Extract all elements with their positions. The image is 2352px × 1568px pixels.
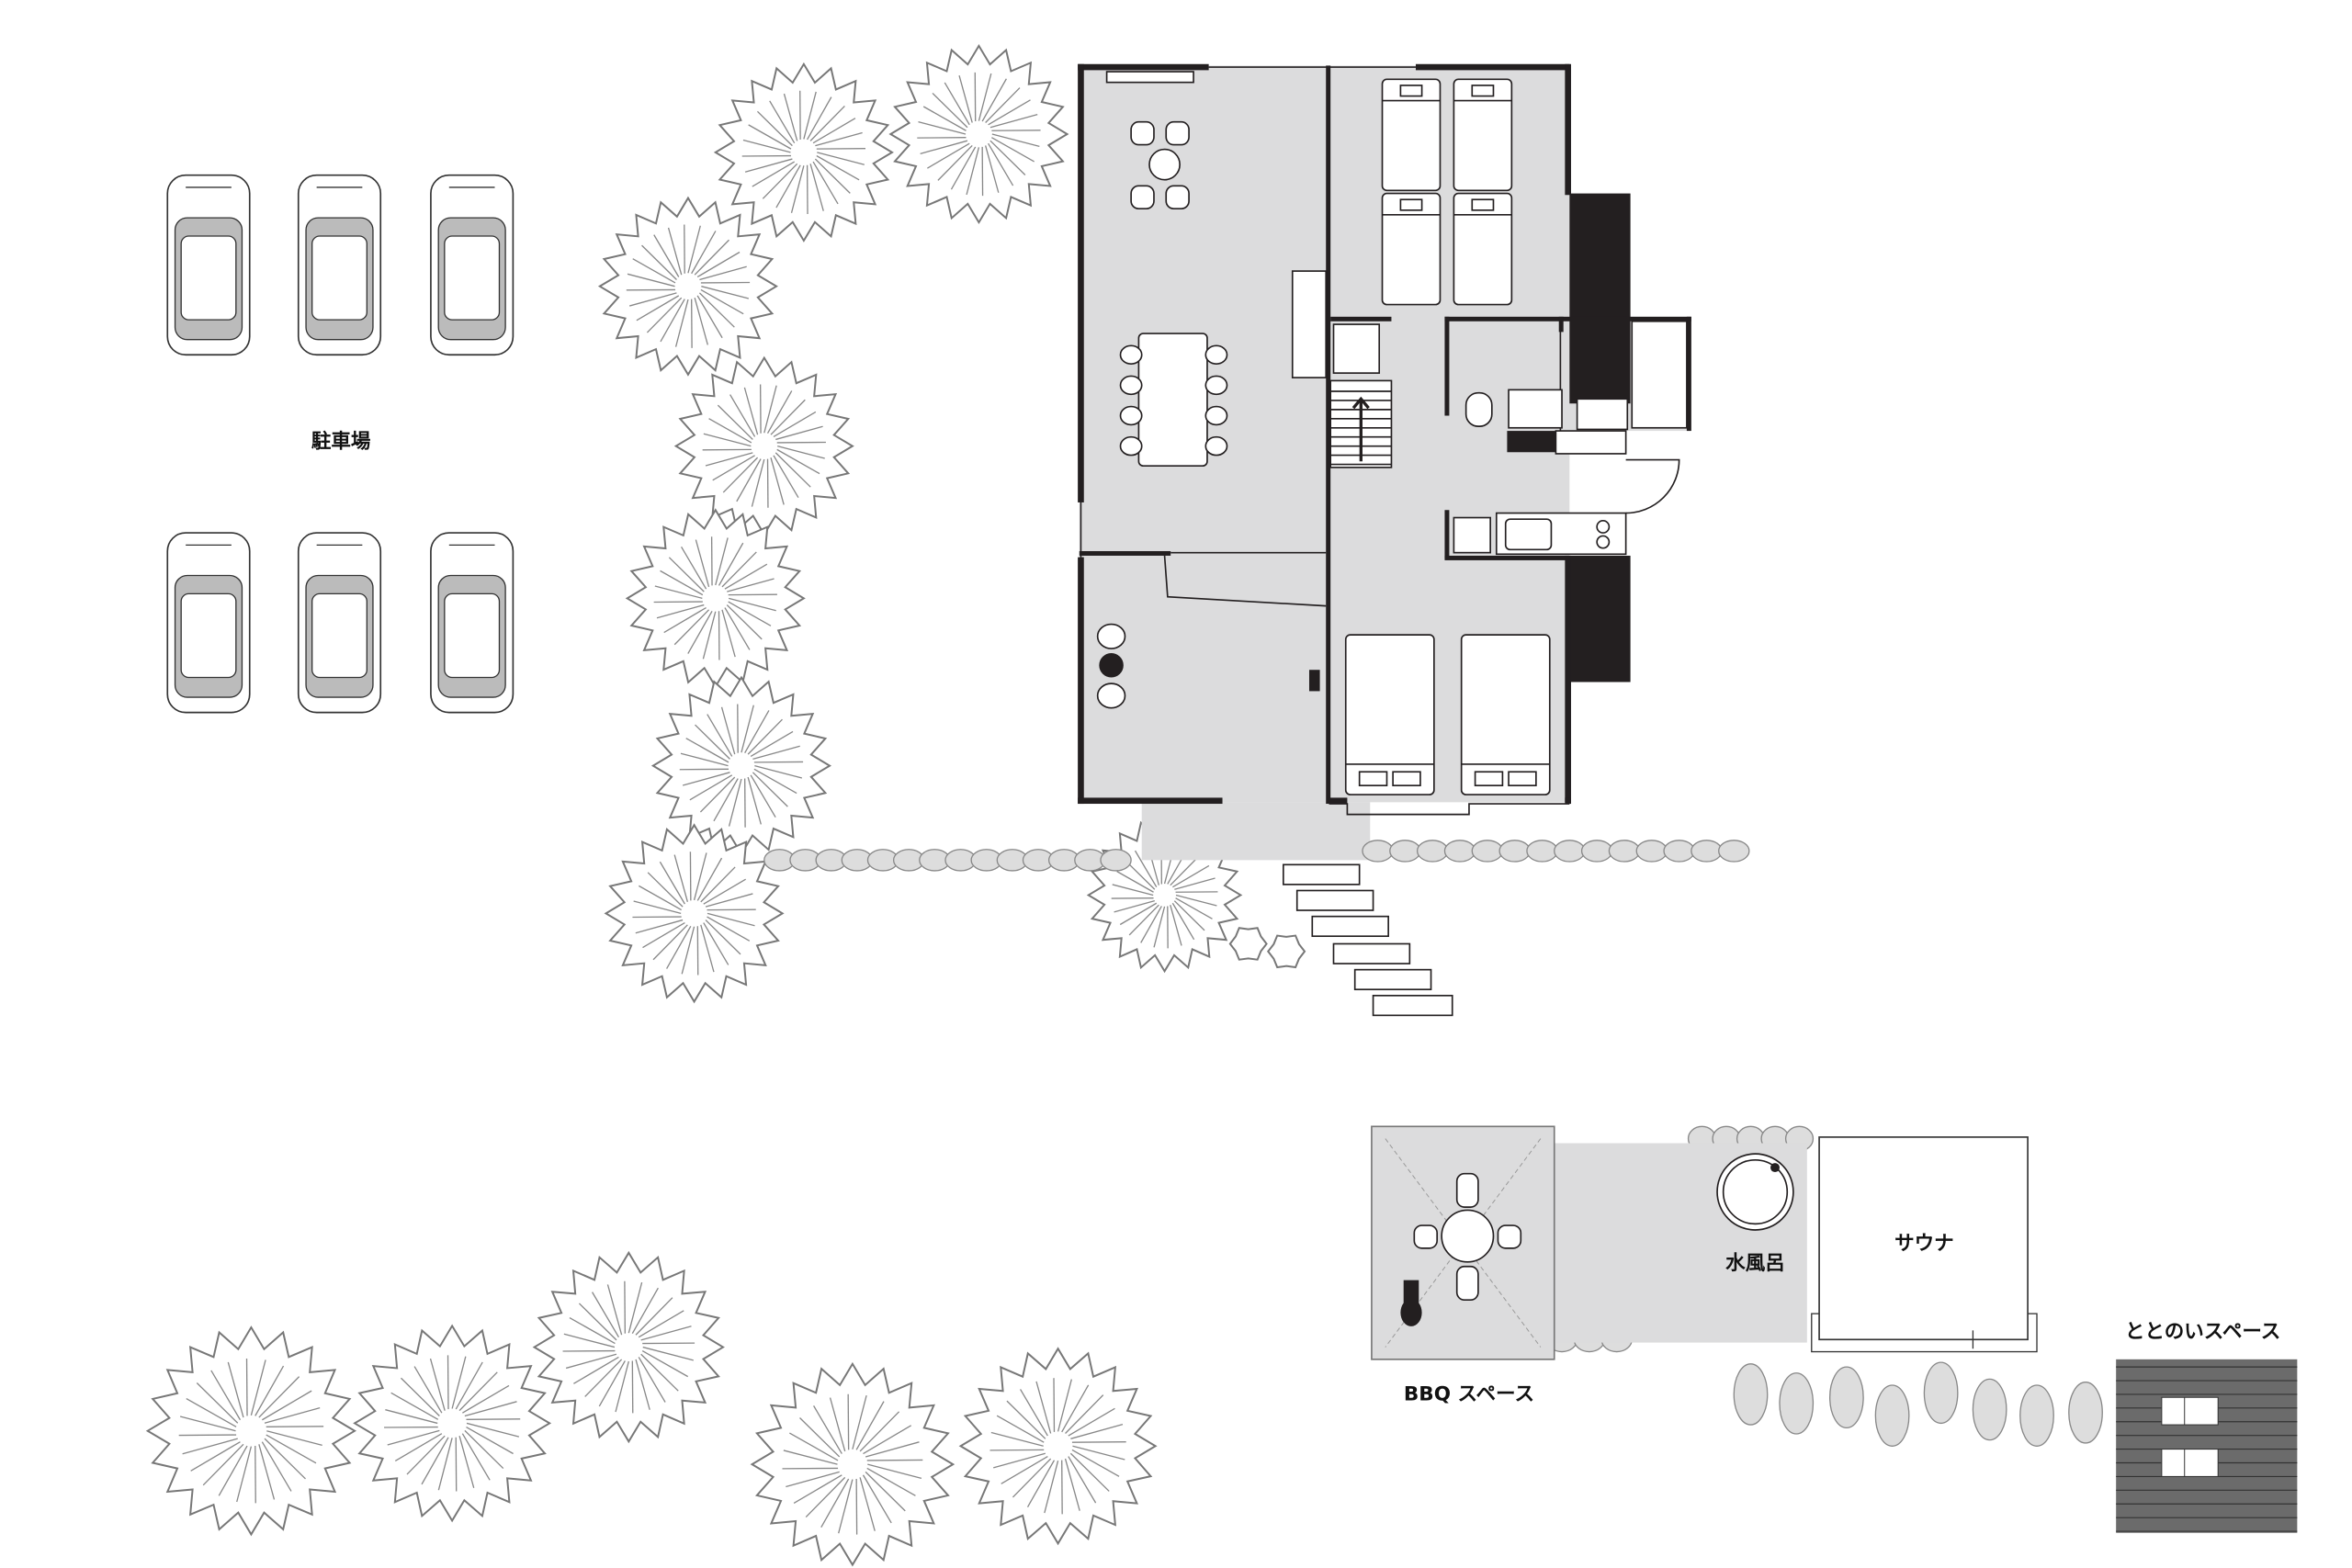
kitchen: [1453, 512, 1627, 556]
bbq-label: BBQ スペース: [1404, 1383, 1534, 1406]
parking-label: 駐車場: [311, 430, 371, 453]
stone: [1471, 840, 1504, 863]
tree-icon: [532, 1250, 725, 1444]
stone: [1498, 840, 1531, 863]
bathroom-fixtures: [1464, 320, 1688, 455]
washer: [1576, 398, 1629, 431]
window-bench: [1105, 71, 1194, 84]
lounger: [2161, 1449, 2219, 1477]
toilet: [1464, 391, 1493, 427]
tree-icon: [650, 675, 831, 856]
stone: [1389, 840, 1421, 863]
tv-cabinet: [1291, 270, 1328, 378]
bbq-grill: [1400, 1280, 1422, 1326]
sauna-hut: [1811, 1136, 2038, 1353]
stone: [1416, 840, 1449, 863]
bbq-table: [1441, 1209, 1495, 1263]
stone: [1608, 840, 1641, 863]
parking-car: [297, 532, 382, 714]
staircase[interactable]: [1329, 323, 1393, 468]
stone: [1554, 840, 1586, 863]
cold-bath: [1716, 1153, 1794, 1231]
entry-door[interactable]: [1625, 458, 1680, 514]
storage-block: [1569, 555, 1631, 682]
totonoi-label: ととのいスペース: [2125, 1321, 2280, 1344]
stone: [1718, 840, 1750, 863]
tree-icon: [750, 1361, 956, 1567]
house-floor-plan: [1078, 63, 1691, 861]
parking-car: [430, 174, 514, 356]
sink: [1508, 389, 1563, 429]
totonoi-deck: [2116, 1359, 2298, 1533]
stone: [1526, 840, 1558, 863]
tree-icon: [713, 62, 894, 243]
trees: [145, 43, 1306, 1567]
stone: [1663, 840, 1695, 863]
stepping-stone: [1779, 1372, 1815, 1435]
stepping-stone: [1923, 1361, 1959, 1425]
tree-icon: [888, 43, 1069, 225]
parking-area: [166, 174, 514, 714]
tree-icon: [625, 508, 806, 689]
stepping-stone: [1829, 1366, 1864, 1429]
lounge-set: [1130, 120, 1190, 209]
parking-car: [166, 174, 251, 356]
entrance-path: [1141, 802, 1371, 861]
tree-icon: [1228, 927, 1268, 961]
parking-car: [297, 174, 382, 356]
stone: [1690, 840, 1723, 863]
stepping-stone: [1733, 1363, 1769, 1426]
twin-beds: [1344, 634, 1551, 795]
stone: [1443, 840, 1476, 863]
bedroom-beds: [1381, 78, 1513, 306]
storage-block: [1569, 193, 1631, 404]
stone: [1635, 840, 1668, 863]
stepping-stone: [2068, 1382, 2103, 1444]
lounger: [2161, 1396, 2219, 1426]
parking-car: [430, 532, 514, 714]
tree-icon: [604, 823, 785, 1004]
tree-icon: [673, 355, 854, 536]
sauna-label: サウナ: [1894, 1233, 1954, 1256]
stepping-stone: [1972, 1378, 2007, 1441]
bbq-space: [1371, 1125, 1555, 1360]
tree-icon: [145, 1325, 357, 1537]
bathtub: [1631, 320, 1688, 429]
tree-icon: [597, 196, 778, 377]
dining-table: [1119, 333, 1228, 468]
tree-icon: [1266, 934, 1306, 969]
parking-car: [166, 532, 251, 714]
tree-icon: [353, 1324, 552, 1523]
cold-bath-label: 水風呂: [1725, 1252, 1785, 1275]
stepping-stone: [1874, 1384, 1910, 1447]
reading-corner: [1096, 623, 1320, 709]
stone: [1100, 849, 1132, 872]
stone: [1362, 840, 1394, 863]
stone: [1580, 840, 1613, 863]
stepping-stone: [2019, 1384, 2054, 1447]
tree-icon: [958, 1347, 1158, 1546]
entrance-steps: [1282, 863, 1453, 1017]
